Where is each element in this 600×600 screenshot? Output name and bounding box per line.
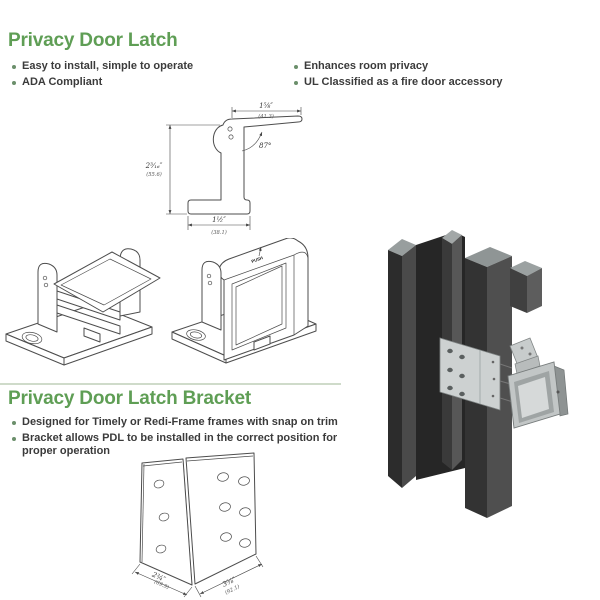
post-pin bbox=[207, 280, 213, 286]
base-side bbox=[63, 326, 153, 366]
bullet-item: Designed for Timely or Redi-Frame frames… bbox=[10, 416, 345, 429]
mount-hole bbox=[186, 329, 206, 341]
bracket-hole bbox=[217, 472, 229, 482]
dim-top-label: 1⅝″ bbox=[259, 102, 273, 110]
frame-top-face bbox=[442, 230, 462, 244]
frame-face bbox=[402, 245, 416, 488]
flap-inner-border bbox=[60, 258, 152, 306]
bracket-hole bbox=[219, 502, 231, 512]
post-pin bbox=[42, 275, 48, 281]
section2-bullets: Designed for Timely or Redi-Frame frames… bbox=[10, 416, 345, 461]
dim-left-mm: (55.6) bbox=[146, 171, 162, 178]
latch-profile-shape bbox=[187, 115, 303, 215]
section2-title: Privacy Door Latch Bracket bbox=[8, 388, 251, 409]
angle-label: 87° bbox=[259, 142, 271, 150]
frame-top-face bbox=[388, 239, 416, 256]
dim-left-label: 2³⁄₁₆″ bbox=[145, 162, 163, 170]
installation-render bbox=[388, 230, 569, 518]
dim-bottom-label: 1½″ bbox=[212, 216, 226, 224]
frame-face bbox=[527, 268, 542, 313]
bracket-hole bbox=[459, 391, 465, 397]
screw bbox=[492, 377, 496, 381]
latch-closed-drawing: PUSH bbox=[171, 238, 317, 364]
bracket-drawing: 2¾″ (69.9) 3⅝″ (92.1) bbox=[131, 452, 264, 598]
post-pin bbox=[206, 273, 212, 279]
bracket-hole bbox=[239, 507, 251, 517]
flap-window-outer bbox=[231, 262, 287, 351]
bracket-hole bbox=[220, 532, 232, 542]
bullet-item: Easy to install, simple to operate bbox=[10, 60, 280, 73]
latch-flap-face bbox=[518, 377, 549, 418]
mount-hole bbox=[21, 331, 43, 345]
push-label: PUSH bbox=[251, 255, 264, 264]
pivot-pin-hole bbox=[227, 126, 233, 132]
section-divider bbox=[0, 383, 341, 385]
bracket-hole bbox=[459, 354, 465, 360]
bracket-hole bbox=[447, 385, 453, 391]
section1-bullets-left: Easy to install, simple to operate ADA C… bbox=[10, 60, 280, 92]
bullet-item: UL Classified as a fire door accessory bbox=[292, 76, 592, 89]
frame-top-face bbox=[510, 261, 542, 276]
dim-top-mm: (41.3) bbox=[258, 113, 274, 120]
bracket-right-flange bbox=[185, 452, 257, 585]
bracket-left-flange bbox=[139, 458, 193, 586]
frame-face bbox=[510, 268, 527, 313]
screw bbox=[491, 360, 495, 364]
flap-open bbox=[53, 251, 161, 313]
bracket-hole bbox=[238, 476, 250, 486]
latch-detail bbox=[556, 390, 560, 394]
bracket-hole bbox=[459, 373, 465, 379]
section1-title: Privacy Door Latch bbox=[8, 30, 178, 51]
latch-open-drawing bbox=[5, 248, 161, 366]
bullet-item: Bracket allows PDL to be installed in th… bbox=[10, 432, 345, 458]
catch-tab bbox=[83, 327, 101, 343]
mount-hole-inner bbox=[189, 331, 203, 339]
screw bbox=[491, 394, 495, 398]
frame-face bbox=[388, 250, 402, 488]
bracket-hole bbox=[155, 544, 167, 554]
pivot-pin-hole bbox=[228, 134, 234, 140]
bullet-item: ADA Compliant bbox=[10, 76, 280, 89]
flap-window-inner bbox=[235, 265, 283, 346]
latch-flange-hole bbox=[520, 346, 524, 350]
left-post bbox=[37, 262, 58, 333]
latch-profile-drawing: 1⅝″ (41.3) 87° 2³⁄₁₆″ (55.6) 1½″ (38.1) bbox=[145, 102, 303, 236]
bracket-hole bbox=[447, 367, 453, 373]
catch-tab bbox=[253, 335, 271, 351]
latch-flange-hole bbox=[528, 352, 532, 356]
bullet-item: Enhances room privacy bbox=[292, 60, 592, 73]
bracket-hole bbox=[158, 512, 170, 522]
dim-bottom-mm: (38.1) bbox=[211, 229, 227, 236]
post-pin bbox=[43, 282, 49, 288]
bracket-hole bbox=[239, 538, 251, 548]
section1-bullets-right: Enhances room privacy UL Classified as a… bbox=[292, 60, 592, 92]
bracket-hole bbox=[153, 479, 165, 489]
mount-hole-inner bbox=[25, 334, 39, 342]
left-post bbox=[201, 260, 222, 331]
frame-top-face bbox=[465, 247, 512, 267]
bracket-hole bbox=[447, 348, 453, 354]
